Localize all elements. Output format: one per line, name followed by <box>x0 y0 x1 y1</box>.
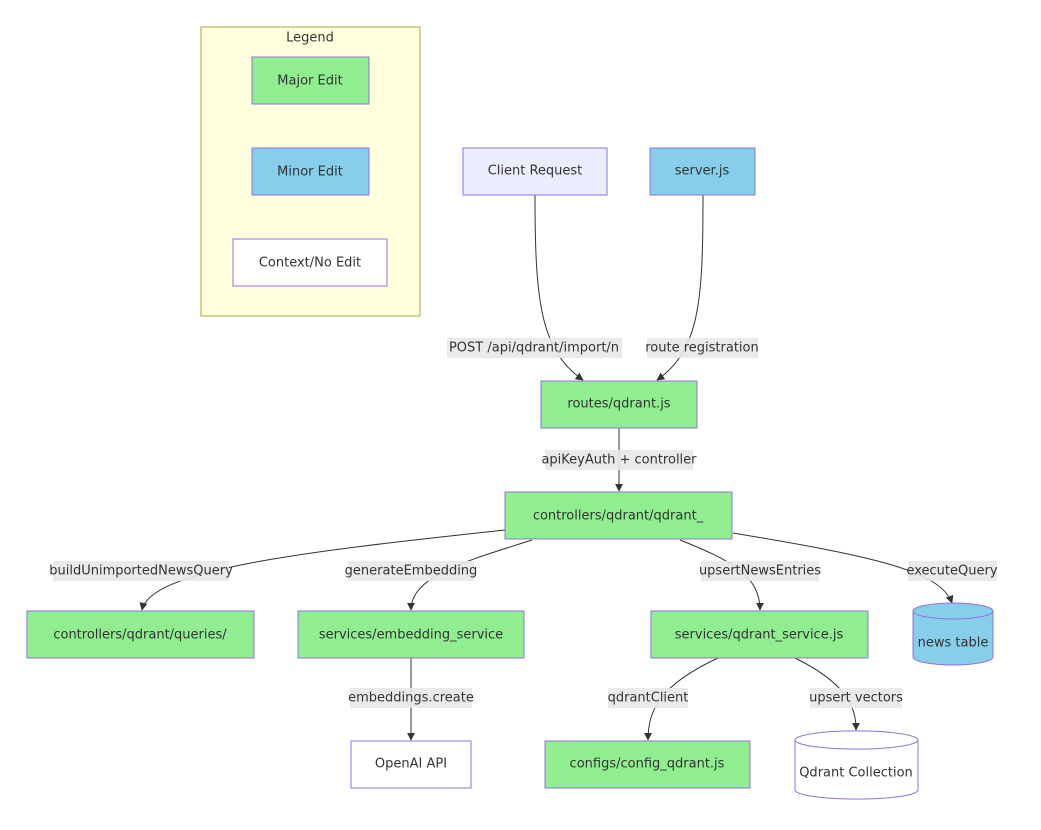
server-js-label: server.js <box>675 164 730 179</box>
legend: Legend Major Edit Minor Edit Context/No … <box>200 26 421 317</box>
client-request-node: Client Request <box>462 147 608 196</box>
edge-label-upsert-entries: upsertNewsEntries <box>699 564 821 579</box>
openai-api-label: OpenAI API <box>375 757 447 772</box>
legend-context-node: Context/No Edit <box>232 238 388 287</box>
edge-label-execute-query: executeQuery <box>906 564 997 579</box>
controller-label: controllers/qdrant/qdrant_ <box>533 509 704 524</box>
controller-node: controllers/qdrant/qdrant_ <box>504 491 733 540</box>
queries-node: controllers/qdrant/queries/ <box>26 610 255 659</box>
legend-title: Legend <box>286 31 334 46</box>
routes-label: routes/qdrant.js <box>567 397 670 412</box>
news-table-cylinder <box>912 602 994 666</box>
edge-label-embeddings-create: embeddings.create <box>348 691 474 706</box>
edge-label-post-import: POST /api/qdrant/import/n <box>449 341 619 356</box>
legend-minor-node: Minor Edit <box>251 147 370 196</box>
edge-client-to-routes <box>534 194 584 381</box>
edge-label-route-registration: route registration <box>645 341 758 356</box>
edge-label-generate-embedding: generateEmbedding <box>345 564 478 579</box>
qdrant-collection-cylinder <box>794 730 919 800</box>
edge-label-apikey-controller: apiKeyAuth + controller <box>541 453 697 468</box>
qdrant-collection-label: Qdrant Collection <box>799 766 913 781</box>
qdrant-service-label: services/qdrant_service.js <box>675 628 844 643</box>
edge-controller-to-queries <box>139 529 506 611</box>
edge-label-upsert-vectors: upsert vectors <box>809 691 903 706</box>
config-qdrant-label: configs/config_qdrant.js <box>570 757 725 772</box>
legend-major-label: Major Edit <box>277 74 342 89</box>
edge-label-build-query: buildUnimportedNewsQuery <box>49 564 233 579</box>
legend-major-node: Major Edit <box>251 56 370 105</box>
config-qdrant-node: configs/config_qdrant.js <box>544 740 751 789</box>
news-table-node: news table <box>912 602 994 666</box>
server-js-node: server.js <box>649 147 756 196</box>
edge-controller-to-news-table <box>732 532 954 604</box>
edge-server-to-routes <box>656 194 704 381</box>
embedding-service-node: services/embedding_service <box>297 610 525 659</box>
qdrant-service-node: services/qdrant_service.js <box>650 610 869 659</box>
nodes: Client Request server.js routes/qdrant.j… <box>26 147 994 800</box>
news-table-label: news table <box>918 636 989 651</box>
qdrant-collection-node: Qdrant Collection <box>794 730 919 800</box>
queries-label: controllers/qdrant/queries/ <box>53 628 227 643</box>
openai-api-node: OpenAI API <box>350 740 472 789</box>
edge-labels: POST /api/qdrant/import/n route registra… <box>49 338 998 708</box>
client-request-label: Client Request <box>488 164 583 179</box>
embedding-service-label: services/embedding_service <box>319 628 503 643</box>
edge-label-qdrant-client: qdrantClient <box>608 691 689 706</box>
legend-context-label: Context/No Edit <box>259 256 361 271</box>
routes-node: routes/qdrant.js <box>540 380 698 429</box>
legend-minor-label: Minor Edit <box>277 165 343 180</box>
